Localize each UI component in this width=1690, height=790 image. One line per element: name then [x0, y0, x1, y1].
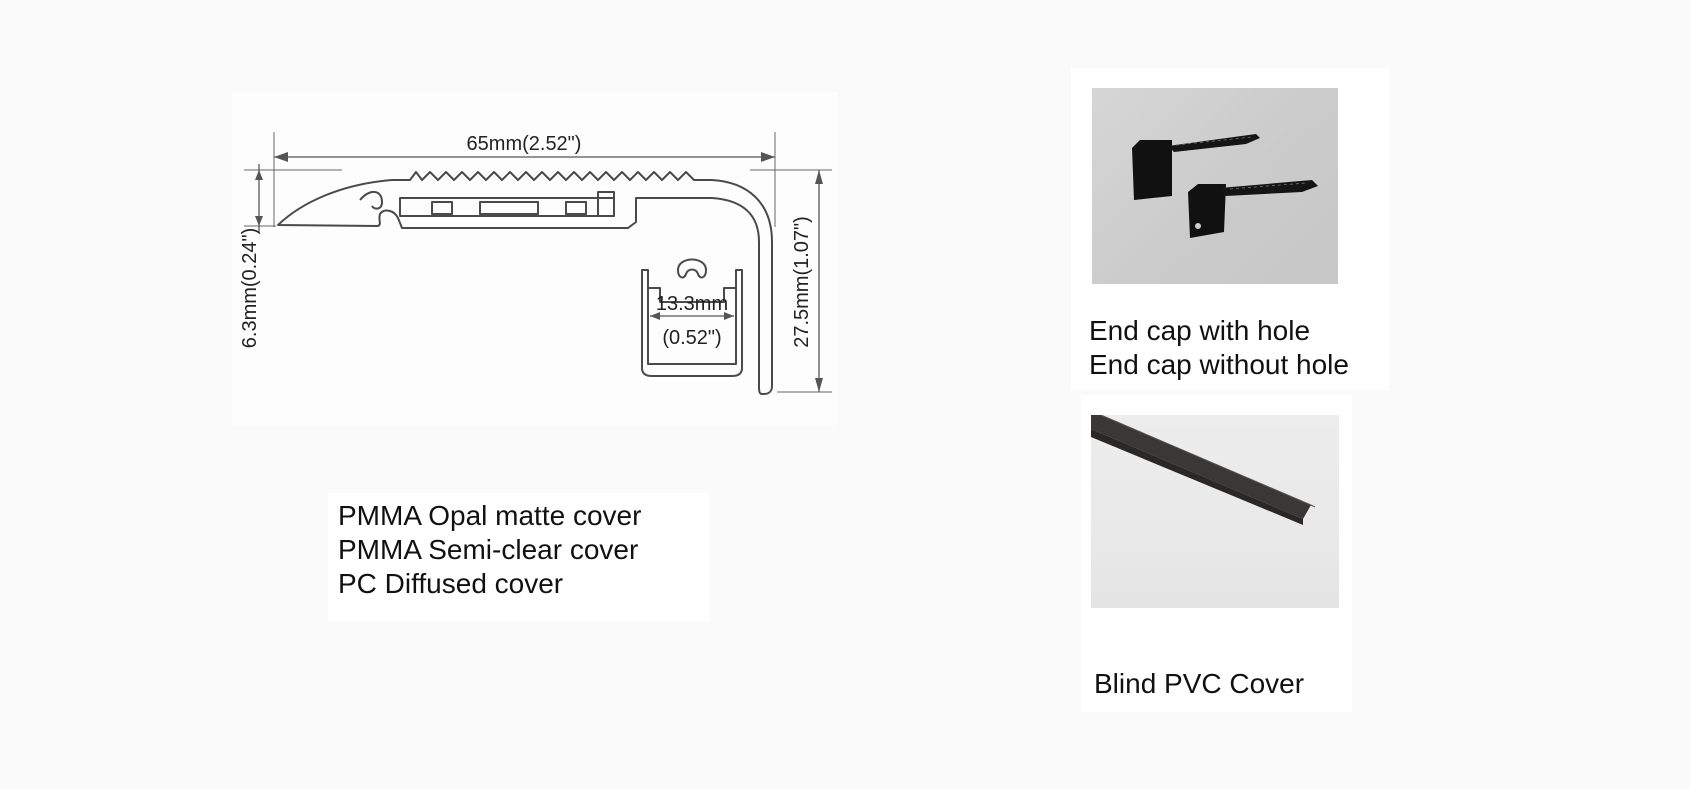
pvc-cover-photo — [1091, 415, 1339, 608]
end-cap-arm-1 — [1168, 134, 1260, 152]
profile-slot-detail-3 — [565, 201, 587, 215]
channel-arrow-right — [724, 312, 734, 320]
profile-drawing-svg: 65mm(2.52") 6.3mm(0.24") 27.5mm(1.07") — [239, 132, 832, 395]
pvc-cover-label: Blind PVC Cover — [1094, 668, 1305, 699]
end-cap-arm-2 — [1220, 180, 1318, 196]
profile-slot-detail-4 — [597, 191, 615, 217]
cover-option: PC Diffused cover — [338, 568, 564, 599]
pvc-cover-illustration — [1091, 415, 1316, 525]
end-cap-panel: End cap with hole End cap without hole — [1071, 68, 1389, 390]
end-cap-photo — [1092, 88, 1338, 284]
end-cap-label: End cap with hole — [1089, 315, 1311, 346]
width-dimension-label: 65mm(2.52") — [467, 133, 582, 155]
cover-options-panel: PMMA Opal matte cover PMMA Semi-clear co… — [328, 493, 710, 621]
left-height-arrow-top — [255, 170, 263, 180]
end-cap-arm-edge-1 — [1175, 136, 1253, 146]
end-cap-arm-edge-2 — [1229, 182, 1307, 190]
left-height-arrow-bottom — [255, 216, 263, 226]
channel-width-inch-label: (0.52") — [662, 327, 721, 349]
end-cap-hole — [1195, 223, 1201, 229]
end-cap-without-hole — [1132, 140, 1172, 200]
end-cap-illustration — [1132, 134, 1318, 238]
profile-hook — [359, 191, 383, 210]
led-channel-outline — [641, 269, 743, 377]
profile-slot-detail-1 — [431, 201, 453, 215]
led-channel-clip — [677, 258, 707, 279]
width-arrow-right — [761, 152, 775, 162]
channel-width-label: 13.3mm — [656, 293, 728, 315]
right-height-arrow-bottom — [815, 378, 823, 392]
channel-arrow-left — [650, 312, 660, 320]
pvc-strip-edge — [1091, 429, 1303, 525]
end-cap-label: End cap without hole — [1089, 349, 1349, 380]
pvc-strip-top — [1091, 415, 1311, 519]
profile-drawing: 65mm(2.52") 6.3mm(0.24") 27.5mm(1.07") — [232, 92, 838, 426]
left-height-dimension-label: 6.3mm(0.24") — [239, 228, 261, 348]
profile-outer-outline — [277, 171, 773, 395]
cover-option: PMMA Opal matte cover — [338, 500, 642, 531]
cover-option: PMMA Semi-clear cover — [338, 534, 639, 565]
right-height-arrow-top — [815, 170, 823, 184]
profile-slot-detail-2 — [479, 201, 539, 215]
pvc-cover-panel: Blind PVC Cover — [1081, 395, 1352, 712]
led-channel-lip — [648, 287, 736, 303]
right-height-dimension-label: 27.5mm(1.07") — [791, 216, 813, 348]
pvc-strip-highlight — [1100, 415, 1316, 508]
width-arrow-left — [274, 152, 288, 162]
end-cap-with-hole — [1188, 184, 1226, 238]
